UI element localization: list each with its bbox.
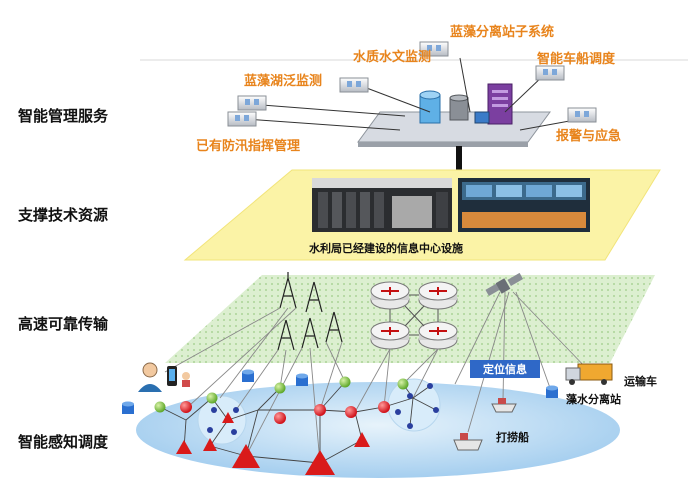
monitoring-station-triangle bbox=[176, 412, 370, 475]
control-room-photo bbox=[458, 178, 590, 232]
positioning-badge bbox=[470, 360, 540, 378]
management-links bbox=[231, 57, 576, 131]
workstation-icon-alarm bbox=[567, 107, 597, 123]
salvage-boat-icon-2 bbox=[453, 433, 483, 451]
connector-management-support bbox=[456, 146, 462, 172]
layer-label-management: 智能管理服务 bbox=[18, 107, 109, 125]
small-person-icon bbox=[182, 372, 190, 387]
label-algae-separation: 蓝藻分离站子系统 bbox=[450, 24, 554, 40]
label-vessel-dispatch: 智能车船调度 bbox=[537, 51, 616, 67]
mobile-phone-icon bbox=[167, 366, 177, 386]
workstation-icon-vessel bbox=[535, 65, 565, 81]
truck-label: 运输车 bbox=[624, 374, 657, 388]
separation-station-label: 藻水分离站 bbox=[566, 392, 621, 406]
sensor-node-green bbox=[154, 376, 409, 413]
sensor-node-red bbox=[180, 401, 390, 424]
database-icon bbox=[419, 90, 441, 124]
label-alarm-response: 报警与应急 bbox=[556, 128, 621, 144]
satellite-icon bbox=[485, 272, 524, 296]
workstation-icon-separation bbox=[419, 41, 449, 57]
label-flood-command: 已有防汛指挥管理 bbox=[196, 138, 300, 154]
server-rack-icon bbox=[487, 83, 513, 125]
label-water-quality: 水质水文监测 bbox=[353, 49, 431, 65]
transport-truck-icon bbox=[565, 363, 613, 385]
workstation-icon-flood bbox=[227, 111, 257, 127]
salvage-boat-label: 打捞船 bbox=[496, 430, 529, 444]
storage-icon bbox=[449, 94, 469, 121]
sensor-node-blue bbox=[207, 383, 439, 435]
workstation-icon-water bbox=[339, 77, 369, 93]
salvage-boat-icon bbox=[491, 398, 517, 413]
label-algae-monitor: 蓝藻湖泛监测 bbox=[244, 73, 322, 89]
transmission-plane-texture bbox=[165, 275, 655, 363]
field-uplinks bbox=[164, 291, 591, 464]
operator-person-icon bbox=[138, 362, 162, 392]
router-mesh-links bbox=[389, 294, 439, 336]
layer-label-support: 支撑技术资源 bbox=[17, 206, 108, 224]
server-room-photo bbox=[312, 178, 452, 232]
layer-label-transmission: 高速可靠传输 bbox=[18, 315, 109, 333]
radio-tower-icon bbox=[277, 272, 343, 351]
sensor-network-links bbox=[159, 381, 437, 464]
monitor-icon bbox=[474, 111, 490, 124]
server-platform-edge bbox=[358, 142, 528, 147]
workstation-icon-algae bbox=[237, 95, 267, 111]
support-caption: 水利局已经建设的信息中心设施 bbox=[309, 241, 463, 255]
positioning-label: 定位信息 bbox=[483, 362, 527, 376]
data-terminal-icon bbox=[122, 369, 558, 414]
layer-label-perception: 智能感知调度 bbox=[18, 433, 109, 451]
